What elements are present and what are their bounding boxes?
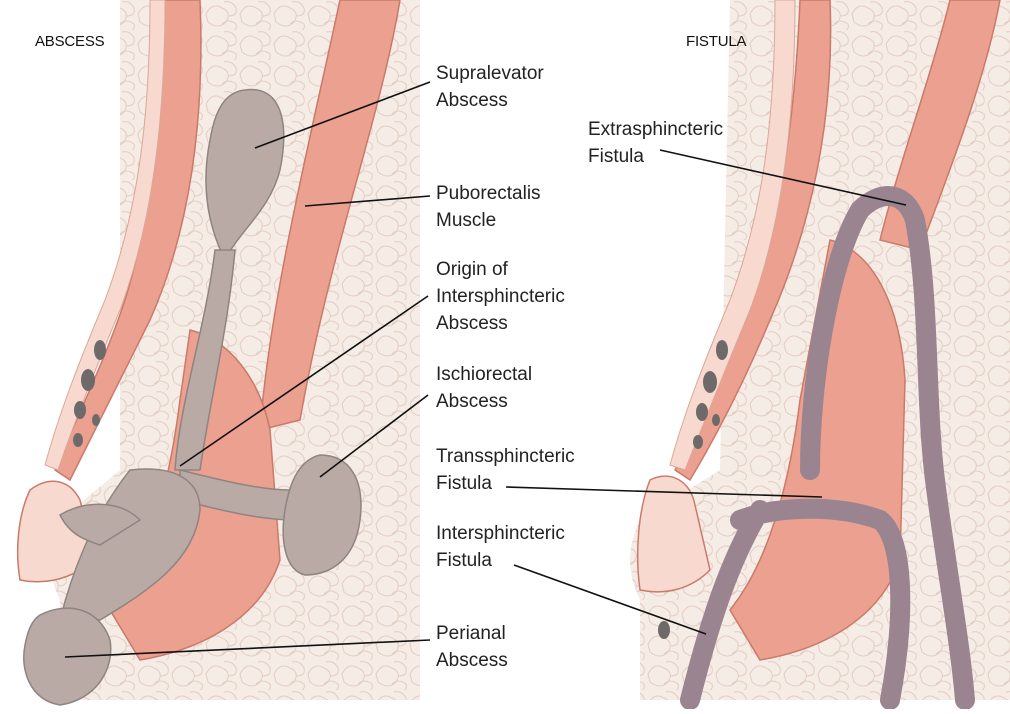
label-line: Origin of <box>436 256 565 283</box>
label-line: Muscle <box>436 207 541 234</box>
fistula-title: FISTULA <box>686 33 746 50</box>
label-line: Intersphincteric <box>436 283 565 310</box>
label-line: Supralevator <box>436 60 544 87</box>
label-supralevator-abscess: Supralevator Abscess <box>436 60 544 114</box>
label-transsphincteric-fistula: Transsphincteric Fistula <box>436 443 575 497</box>
abscess-title: ABSCESS <box>35 33 104 50</box>
label-line: Abscess <box>436 388 532 415</box>
label-line: Abscess <box>436 310 565 337</box>
label-line: Abscess <box>436 647 508 674</box>
label-extrasphincteric-fistula: Extrasphincteric Fistula <box>588 116 723 170</box>
abscess-panel <box>18 0 420 705</box>
label-line: Puborectalis <box>436 180 541 207</box>
label-line: Fistula <box>436 547 565 574</box>
label-origin-intersphincteric: Origin of Intersphincteric Abscess <box>436 256 565 337</box>
label-ischiorectal-abscess: Ischiorectal Abscess <box>436 361 532 415</box>
label-puborectalis-muscle: Puborectalis Muscle <box>436 180 541 234</box>
fistula-panel <box>630 0 1010 700</box>
label-line: Intersphincteric <box>436 520 565 547</box>
label-line: Fistula <box>588 143 723 170</box>
label-line: Fistula <box>436 470 575 497</box>
label-line: Extrasphincteric <box>588 116 723 143</box>
label-line: Transsphincteric <box>436 443 575 470</box>
label-perianal-abscess: Perianal Abscess <box>436 620 508 674</box>
label-line: Perianal <box>436 620 508 647</box>
label-intersphincteric-fistula: Intersphincteric Fistula <box>436 520 565 574</box>
label-line: Abscess <box>436 87 544 114</box>
label-line: Ischiorectal <box>436 361 532 388</box>
